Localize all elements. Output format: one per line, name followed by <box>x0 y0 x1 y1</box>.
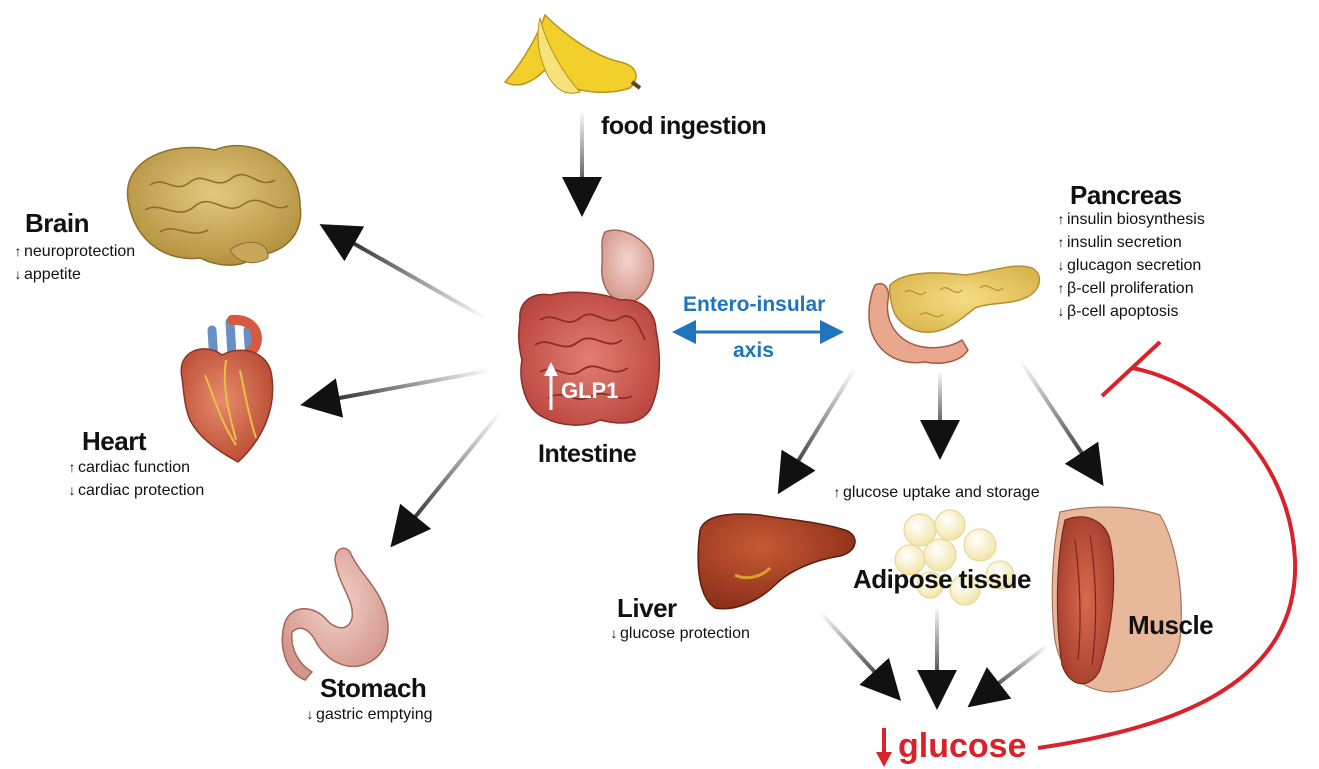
stomach-effect-1: ↓gastric emptying <box>304 703 433 726</box>
down-arrow-icon: ↓ <box>1055 254 1067 277</box>
muscle-title: Muscle <box>1128 610 1213 641</box>
heart-effect-1: ↑cardiac function <box>66 456 204 479</box>
heart-effects: ↑cardiac function ↓cardiac protection <box>66 456 204 502</box>
down-arrow-icon: ↓ <box>12 263 24 286</box>
liver-to-glucose-arrow <box>820 612 893 692</box>
up-arrow-icon: ↑ <box>1055 208 1067 231</box>
intestine-to-stomach-arrow <box>398 410 502 538</box>
pancreas-illustration <box>869 266 1039 363</box>
down-arrow-icon: ↓ <box>1055 300 1067 323</box>
up-arrow-icon: ↑ <box>831 481 843 504</box>
banana-illustration <box>505 15 640 93</box>
brain-effects: ↑neuroprotection ↓appetite <box>12 240 135 286</box>
down-arrow-icon: ↓ <box>608 622 620 645</box>
stomach-illustration <box>282 548 388 680</box>
pancreas-effects: ↑insulin biosynthesis ↑insulin secretion… <box>1055 208 1205 323</box>
intestine-to-heart-arrow <box>312 370 492 403</box>
muscle-to-glucose-arrow <box>977 645 1048 700</box>
heart-effect-2: ↓cardiac protection <box>66 479 204 502</box>
up-arrow-icon: ↑ <box>1055 277 1067 300</box>
up-arrow-icon: ↑ <box>66 456 78 479</box>
liver-effects: ↓glucose protection <box>608 622 750 645</box>
pancreas-to-liver-arrow <box>784 368 855 484</box>
pancreas-to-muscle-arrow <box>1020 360 1097 476</box>
brain-effect-1: ↑neuroprotection <box>12 240 135 263</box>
brain-title: Brain <box>25 208 89 239</box>
brain-illustration <box>127 146 300 266</box>
heart-title: Heart <box>82 426 146 457</box>
liver-illustration <box>698 514 855 609</box>
glucose-down-arrowhead <box>876 752 892 767</box>
stomach-title: Stomach <box>320 673 426 704</box>
up-arrow-icon: ↑ <box>1055 231 1067 254</box>
adipose-title: Adipose tissue <box>853 564 1031 595</box>
uptake-label: ↑glucose uptake and storage <box>831 481 1040 504</box>
pancreas-effect-3: ↓glucagon secretion <box>1055 254 1205 277</box>
intestine-to-brain-arrow <box>330 230 485 318</box>
up-arrow-icon: ↑ <box>12 240 24 263</box>
pancreas-effect-2: ↑insulin secretion <box>1055 231 1205 254</box>
pancreas-effect-1: ↑insulin biosynthesis <box>1055 208 1205 231</box>
glucose-label: glucose <box>898 727 1026 766</box>
intestine-title: Intestine <box>538 440 636 469</box>
brain-effect-2: ↓appetite <box>12 263 135 286</box>
muscle-illustration <box>1052 507 1181 692</box>
inhibition-bar <box>1102 342 1160 396</box>
stomach-effects: ↓gastric emptying <box>304 703 433 726</box>
down-arrow-icon: ↓ <box>304 703 316 726</box>
glp1-label: GLP1 <box>561 378 618 404</box>
axis-label: axis <box>733 339 774 363</box>
pancreas-effect-4: ↑β-cell proliferation <box>1055 277 1205 300</box>
entero-insular-label: Entero-insular <box>683 293 825 317</box>
down-arrow-icon: ↓ <box>66 479 78 502</box>
pancreas-title: Pancreas <box>1070 180 1182 211</box>
liver-title: Liver <box>617 593 677 624</box>
heart-illustration <box>181 320 272 462</box>
liver-effect-1: ↓glucose protection <box>608 622 750 645</box>
food-ingestion-label: food ingestion <box>601 112 766 141</box>
pancreas-effect-5: ↓β-cell apoptosis <box>1055 300 1205 323</box>
